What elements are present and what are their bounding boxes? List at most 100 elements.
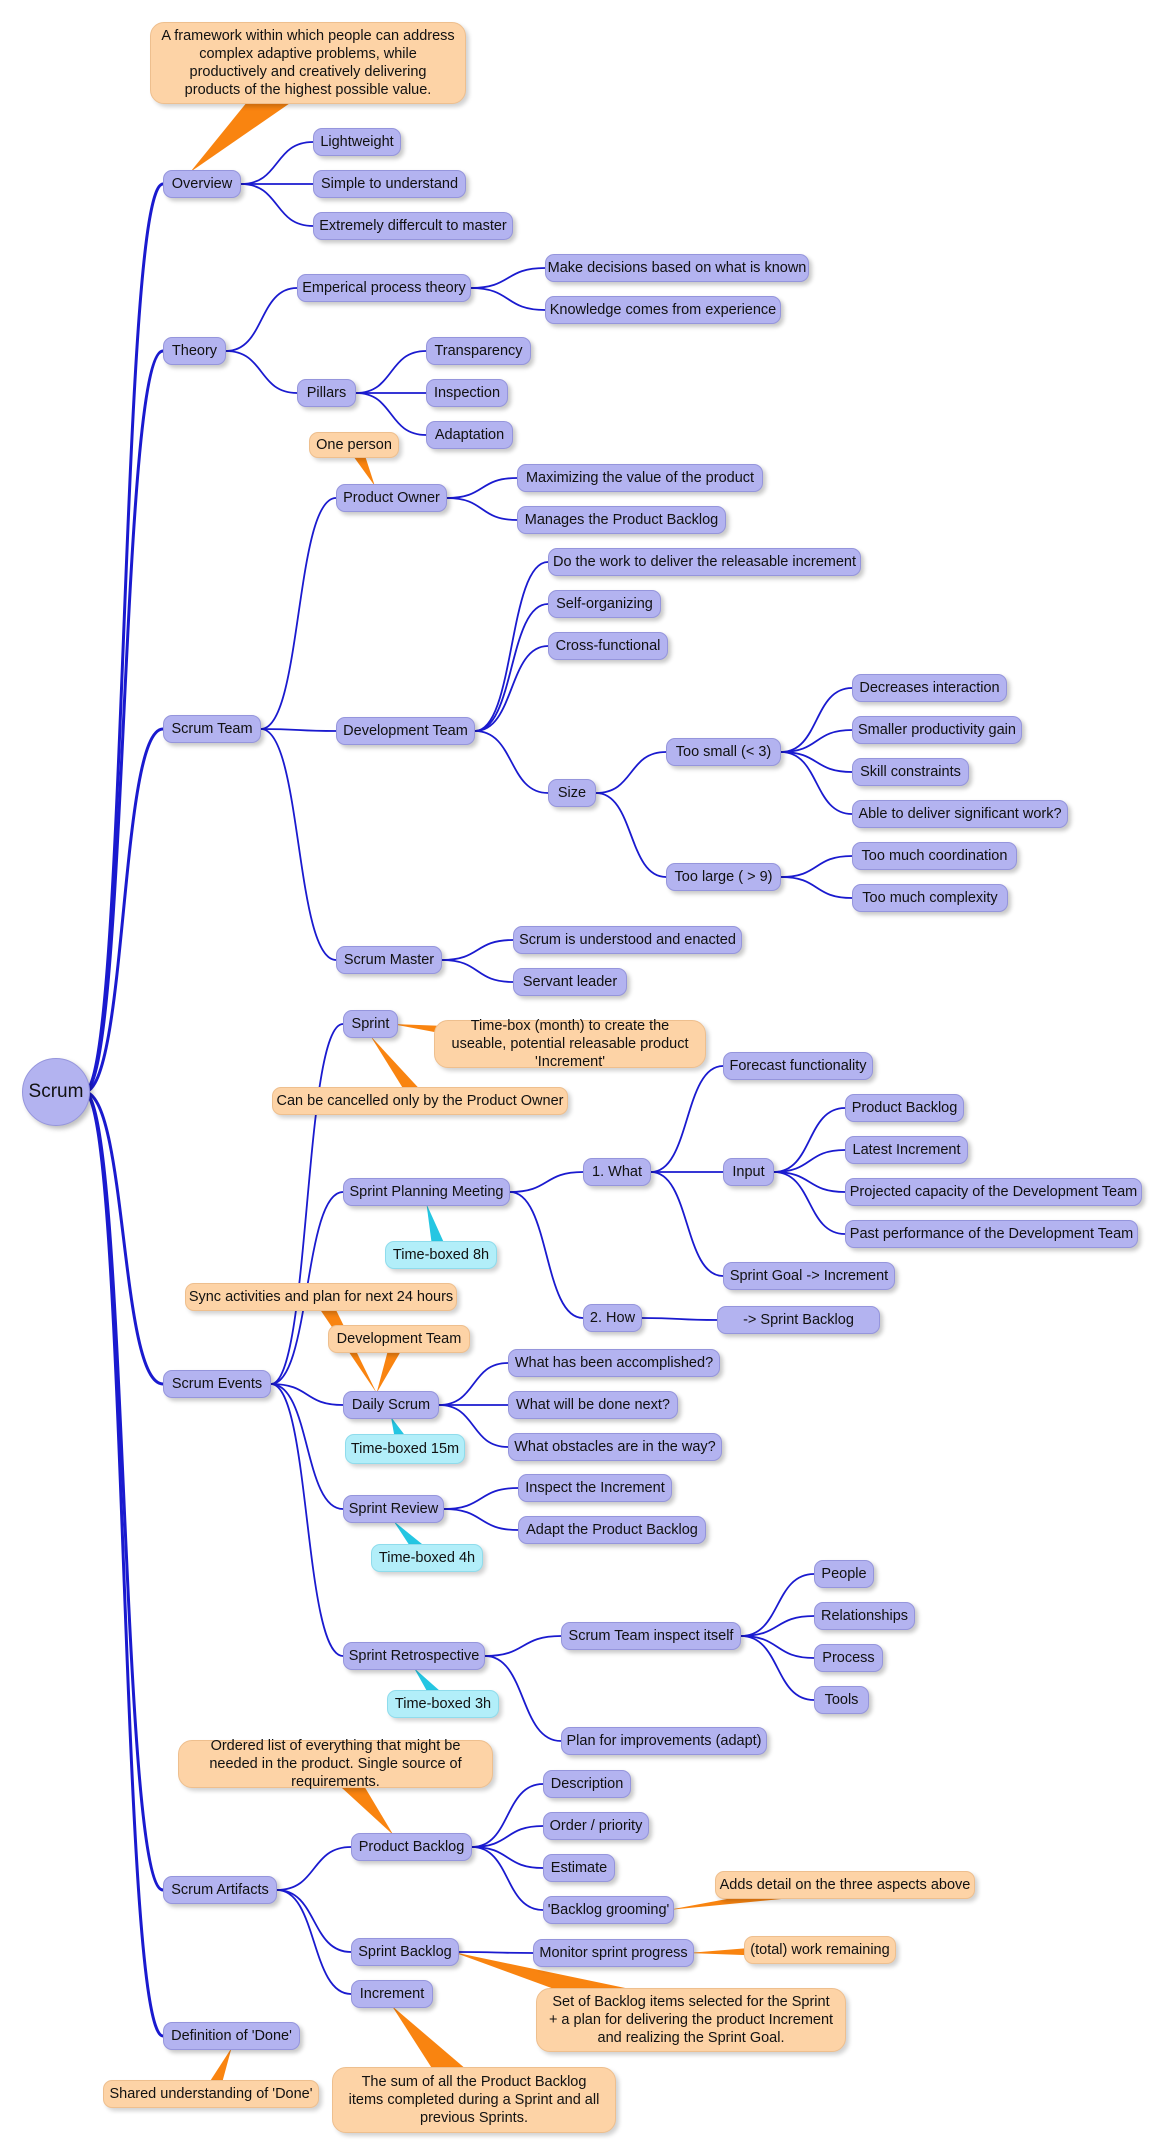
topic-transparency[interactable]: Transparency (426, 337, 531, 365)
topic-pillars[interactable]: Pillars (297, 379, 356, 407)
topic-product-owner[interactable]: Product Owner (336, 484, 447, 512)
connector-line (740, 1573, 815, 1637)
connector-line (240, 183, 314, 227)
topic-what[interactable]: 1. What (583, 1158, 651, 1186)
topic-overview[interactable]: Overview (163, 170, 241, 198)
connector-line (83, 182, 164, 1094)
topic-people[interactable]: People (814, 1560, 874, 1588)
topic-tools[interactable]: Tools (814, 1686, 869, 1714)
topic-servant-leader[interactable]: Servant leader (513, 968, 627, 996)
sprint-timebox-note: Time-box (month) to create the useable, … (434, 1018, 706, 1070)
topic-sprint[interactable]: Sprint (343, 1010, 398, 1038)
connector-line (270, 1383, 344, 1406)
topic-adapt-backlog[interactable]: Adapt the Product Backlog (518, 1516, 706, 1544)
daily-timebox-badge: Time-boxed 15m (345, 1434, 465, 1464)
topic-sprint-planning[interactable]: Sprint Planning Meeting (343, 1178, 510, 1206)
topic-maximize-value[interactable]: Maximizing the value of the product (517, 464, 763, 492)
topic-process[interactable]: Process (814, 1644, 883, 1672)
topic-backlog-grooming[interactable]: 'Backlog grooming' (543, 1896, 674, 1924)
topic-input-past-performance[interactable]: Past performance of the Development Team (845, 1220, 1138, 1248)
topic-scrum-enacted[interactable]: Scrum is understood and enacted (513, 926, 742, 954)
topic-sprint-review[interactable]: Sprint Review (343, 1495, 444, 1523)
connector-line (458, 1951, 534, 1954)
connector-line (446, 477, 518, 499)
topic-increment[interactable]: Increment (351, 1980, 433, 2008)
connector-line (438, 1362, 509, 1406)
topic-monitor-progress[interactable]: Monitor sprint progress (533, 1939, 694, 1967)
connector-line (240, 141, 314, 185)
topic-sprint-goal[interactable]: Sprint Goal -> Increment (723, 1262, 895, 1290)
topic-skill-constraints[interactable]: Skill constraints (852, 758, 969, 786)
topic-knowledge-experience[interactable]: Knowledge comes from experience (545, 296, 781, 324)
topic-accomplished[interactable]: What has been accomplished? (508, 1349, 720, 1377)
topic-adaptation[interactable]: Adaptation (426, 421, 513, 449)
topic-input-projected-capacity[interactable]: Projected capacity of the Development Te… (845, 1178, 1142, 1206)
connector-line (773, 1149, 846, 1173)
topic-scrum-master[interactable]: Scrum Master (336, 946, 442, 974)
product-backlog-note: Ordered list of everything that might be… (178, 1738, 493, 1790)
connector-line (509, 1191, 584, 1319)
topic-smaller-productivity[interactable]: Smaller productivity gain (852, 716, 1022, 744)
connector-line (276, 1846, 352, 1891)
topic-too-small[interactable]: Too small (< 3) (666, 738, 781, 766)
topic-estimate[interactable]: Estimate (543, 1854, 615, 1882)
topic-input-product-backlog[interactable]: Product Backlog (845, 1094, 964, 1122)
connector-line (470, 287, 546, 311)
review-timebox-badge: Time-boxed 4h (371, 1544, 483, 1572)
topic-daily-scrum[interactable]: Daily Scrum (343, 1391, 439, 1419)
connector-line (595, 792, 667, 878)
topic-cross-functional[interactable]: Cross-functional (548, 632, 668, 660)
topic-plan-improvements[interactable]: Plan for improvements (adapt) (561, 1727, 767, 1755)
connector-line (471, 1846, 544, 1911)
topic-how[interactable]: 2. How (583, 1304, 642, 1332)
topic-product-backlog[interactable]: Product Backlog (351, 1833, 472, 1861)
topic-simple-to-understand[interactable]: Simple to understand (313, 170, 466, 198)
topic-self-organizing[interactable]: Self-organizing (548, 590, 661, 618)
topic-definition-of-done[interactable]: Definition of 'Done' (163, 2022, 300, 2050)
connector-line (83, 1090, 164, 2038)
topic-scrum-artifacts[interactable]: Scrum Artifacts (163, 1876, 277, 1904)
topic-scrum-team[interactable]: Scrum Team (163, 715, 261, 743)
topic-relationships[interactable]: Relationships (814, 1602, 915, 1630)
topic-development-team[interactable]: Development Team (336, 717, 475, 745)
topic-too-much-complexity[interactable]: Too much complexity (852, 884, 1008, 912)
connector-line (484, 1635, 562, 1657)
topic-manages-backlog[interactable]: Manages the Product Backlog (517, 506, 726, 534)
connector-line (438, 1404, 509, 1448)
topic-too-large[interactable]: Too large ( > 9) (666, 863, 781, 891)
topic-difficult-to-master[interactable]: Extremely differcult to master (313, 212, 513, 240)
topic-lightweight[interactable]: Lightweight (313, 128, 401, 156)
topic-theory[interactable]: Theory (163, 337, 226, 365)
connector-line (83, 1090, 164, 1386)
connector-line (740, 1635, 815, 1701)
connector-line (509, 1171, 584, 1193)
connector-line (773, 1171, 846, 1193)
topic-size[interactable]: Size (548, 779, 596, 807)
topic-order-priority[interactable]: Order / priority (543, 1812, 649, 1840)
topic-deliver-increment[interactable]: Do the work to deliver the releasable in… (548, 548, 861, 576)
connector-line (773, 1107, 846, 1173)
topic-team-inspect-itself[interactable]: Scrum Team inspect itself (561, 1622, 741, 1650)
topic-inspect-increment[interactable]: Inspect the Increment (518, 1474, 672, 1502)
topic-significant-work[interactable]: Able to deliver significant work? (852, 800, 1068, 828)
topic-obstacles[interactable]: What obstacles are in the way? (508, 1433, 722, 1461)
connector-line (484, 1655, 562, 1742)
topic-sprint-backlog[interactable]: Sprint Backlog (351, 1938, 459, 1966)
topic-inspection[interactable]: Inspection (426, 379, 508, 407)
connector-line (276, 1889, 352, 1995)
topic-to-sprint-backlog[interactable]: -> Sprint Backlog (717, 1306, 880, 1334)
topic-empirical-process-theory[interactable]: Emperical process theory (297, 274, 471, 302)
connector-lines (83, 141, 853, 2038)
root-topic-scrum[interactable]: Scrum (22, 1058, 90, 1126)
retro-timebox-badge: Time-boxed 3h (387, 1690, 499, 1718)
topic-input[interactable]: Input (723, 1158, 774, 1186)
topic-decisions-known[interactable]: Make decisions based on what is known (545, 254, 809, 282)
topic-input-latest-increment[interactable]: Latest Increment (845, 1136, 968, 1164)
topic-done-next[interactable]: What will be done next? (508, 1391, 678, 1419)
topic-forecast-functionality[interactable]: Forecast functionality (723, 1052, 873, 1080)
topic-sprint-retrospective[interactable]: Sprint Retrospective (343, 1642, 485, 1670)
topic-too-much-coordination[interactable]: Too much coordination (852, 842, 1017, 870)
topic-description[interactable]: Description (543, 1770, 631, 1798)
topic-decreases-interaction[interactable]: Decreases interaction (852, 674, 1007, 702)
topic-scrum-events[interactable]: Scrum Events (163, 1370, 271, 1398)
